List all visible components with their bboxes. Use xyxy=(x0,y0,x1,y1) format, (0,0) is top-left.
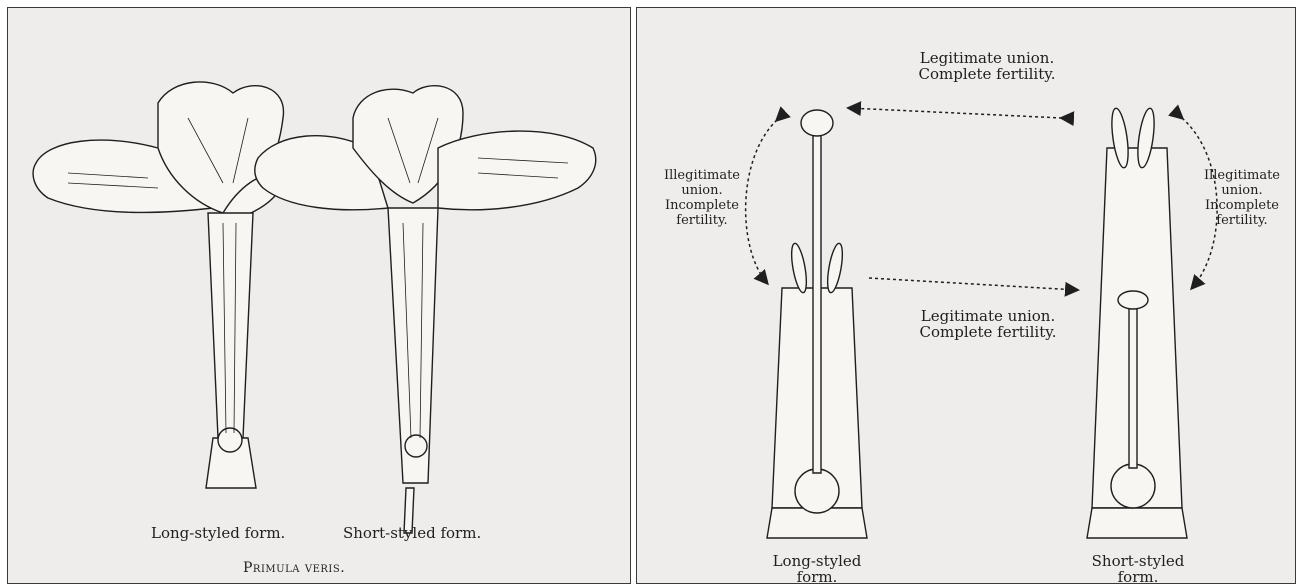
illegitimate-union-left: Illegitimate union. Incomplete fertility… xyxy=(657,168,747,228)
plate-title: Primula veris. xyxy=(243,560,345,576)
pollination-diagram xyxy=(637,8,1295,584)
label-short-styled-form: Short-styled form. xyxy=(1083,553,1193,584)
label-long-styled-form: Long-styled form. xyxy=(767,553,867,584)
illegitimate-union-right: Illegitimate union. Incomplete fertility… xyxy=(1197,168,1287,228)
primula-flower-illustration xyxy=(8,8,630,584)
primula-flower-plate: Long-styled form. Short-styled form. Pri… xyxy=(7,7,631,584)
pollination-diagram-plate: Legitimate union. Complete fertility. Le… xyxy=(636,7,1296,584)
caption-long-styled-form: Long-styled form. xyxy=(151,525,285,541)
legitimate-union-top: Legitimate union. Complete fertility. xyxy=(902,50,1072,82)
caption-short-styled-form: Short-styled form. xyxy=(343,525,481,541)
legitimate-union-mid: Legitimate union. Complete fertility. xyxy=(903,308,1073,340)
